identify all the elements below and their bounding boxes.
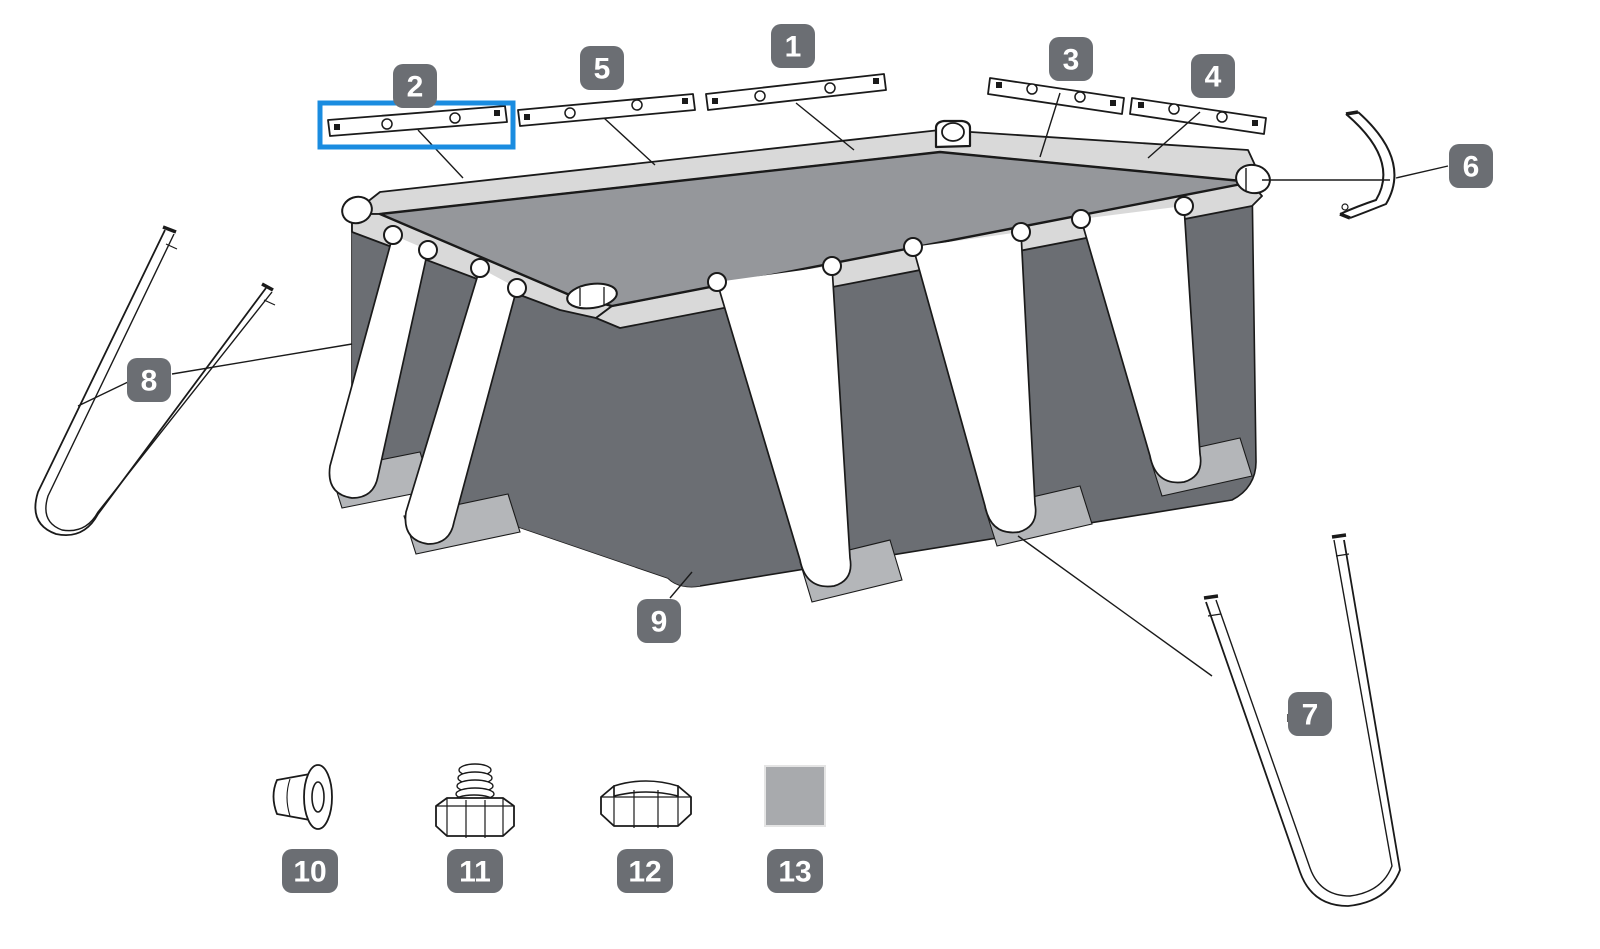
callout-badge-5[interactable]: 5	[580, 46, 624, 90]
callout-badge-13-label: 13	[778, 856, 811, 889]
leader-part-4	[1147, 111, 1201, 159]
callout-badge-11-label: 11	[459, 856, 491, 889]
pool-assembly	[328, 119, 1271, 603]
callout-badge-4[interactable]: 4	[1191, 54, 1235, 98]
callout-badge-12[interactable]: 12	[617, 849, 673, 893]
rim-corner-joints	[341, 163, 1271, 310]
part-11-threaded-valve	[435, 763, 515, 838]
leader-part-8b	[171, 343, 353, 375]
callout-badge-10-label: 10	[293, 856, 326, 889]
part-2-beam	[327, 105, 508, 137]
top-rail-beams	[327, 73, 1267, 137]
callout-badge-13[interactable]: 13	[767, 849, 823, 893]
part-5-beam	[517, 93, 696, 127]
callout-badge-3[interactable]: 3	[1049, 37, 1093, 81]
callout-badge-10[interactable]: 10	[282, 849, 338, 893]
leader-part-3	[1039, 92, 1061, 158]
callout-badge-4-label: 4	[1205, 61, 1222, 94]
callout-badge-11[interactable]: 11	[447, 849, 503, 893]
leader-part-2	[417, 129, 464, 179]
part-1-beam	[705, 73, 887, 111]
callout-badge-8-label: 8	[141, 365, 158, 398]
callout-badge-2-label: 2	[407, 71, 424, 104]
callout-badge-2[interactable]: 2	[393, 64, 437, 108]
callout-badge-6-label: 6	[1463, 151, 1480, 184]
callout-badge-12-label: 12	[628, 856, 661, 889]
leader-part-6b	[1395, 165, 1449, 179]
part-13-repair-patch	[764, 765, 826, 827]
callout-badge-3-label: 3	[1063, 44, 1080, 77]
leader-part-1	[795, 102, 855, 151]
callout-badge-8[interactable]: 8	[127, 358, 171, 402]
pool-leg-poles	[328, 196, 1202, 588]
rim-center-connector	[934, 119, 972, 149]
leader-part-8a	[77, 381, 129, 407]
callout-badge-6[interactable]: 6	[1449, 144, 1493, 188]
callout-badge-7-label: 7	[1302, 699, 1319, 732]
pool-rim-inner-edge	[379, 151, 1253, 215]
callout-badge-9-label: 9	[651, 606, 668, 639]
part-6-curved-connector	[1339, 110, 1396, 220]
leader-lines	[77, 92, 1449, 722]
callout-badge-7[interactable]: 7	[1288, 692, 1332, 736]
part-10-drain-plug	[272, 764, 333, 830]
callout-badge-9[interactable]: 9	[637, 599, 681, 643]
part-12-hex-cap	[600, 780, 692, 828]
callout-badge-5-label: 5	[594, 53, 611, 86]
leader-part-9	[669, 571, 693, 599]
leader-part-5	[603, 117, 656, 166]
callout-badges: 1 2 3 4 5 6	[127, 24, 1493, 893]
callout-badge-1[interactable]: 1	[771, 24, 815, 68]
callout-badge-1-label: 1	[785, 31, 802, 64]
part-3-beam	[987, 77, 1125, 115]
part-4-beam	[1129, 97, 1267, 135]
leader-part-7a	[1017, 535, 1213, 677]
